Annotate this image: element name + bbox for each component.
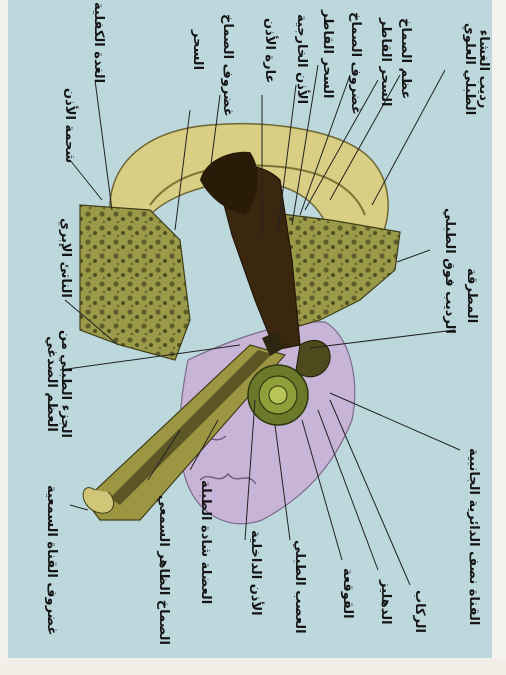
- label-tympanic-part: الجزء الطبلي من العظم الصدغي: [45, 330, 72, 438]
- label-upper-tympanic-recess: رديب الغشاء الطبلي العلوي: [463, 14, 490, 124]
- label-epitympanic-recess: الرديب فوق الطبلي: [442, 208, 456, 334]
- label-meatus-bone: عظم الصماخ: [398, 18, 412, 99]
- label-ear-concha: عارة الأذن: [262, 18, 276, 83]
- label-vestibule: الدهليز: [378, 580, 392, 625]
- label-stapes: الركاب: [412, 590, 426, 633]
- label-cochlea: القوقعة: [340, 568, 354, 619]
- label-styloid-process: الناتئ الإبري: [58, 218, 72, 298]
- page-margin-right: [492, 0, 506, 675]
- label-ear-lobe: شحمة الأذن: [62, 88, 76, 163]
- page-margin-bottom: [0, 658, 506, 675]
- label-meatus-cartilage-2: غضروف الصماخ: [220, 14, 234, 117]
- label-external-ear: الأذن الخارجية: [294, 14, 308, 104]
- label-auditory-tube-cartilage: غضروف القناة السمعية: [44, 485, 58, 635]
- label-malleus: المطرقة: [464, 268, 478, 323]
- label-parotid-gland: الغدة الكفلية: [91, 2, 105, 83]
- cochlea-turn-3: [269, 386, 287, 404]
- label-tensor-tympani: العضلة شادة الطبلة: [198, 480, 212, 604]
- label-external-meatus-2: السحر القاطر: [320, 10, 334, 98]
- label-lateral-semicircular-canal: القناة نصف الدائرية الجانبية: [466, 448, 480, 625]
- label-tympanic-nerve: العصب الطبلي: [292, 540, 306, 634]
- label-meatus-cartilage-1: غضروف الصماخ: [348, 12, 362, 115]
- label-meatus: السحر: [190, 30, 204, 70]
- label-internal-acoustic-meatus: الصماخ الظاهر السمعي: [156, 495, 170, 645]
- label-inner-ear: الأذن الداخلية: [248, 530, 262, 616]
- label-external-meatus-1: السحر القاطر: [378, 18, 392, 106]
